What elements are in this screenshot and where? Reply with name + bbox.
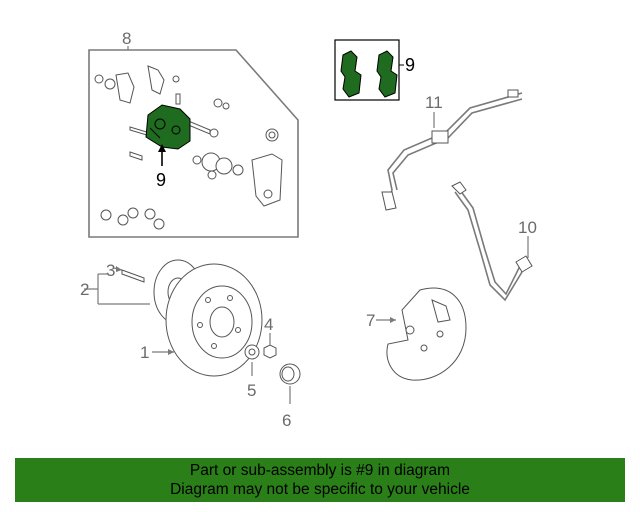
washer: 5: [244, 344, 260, 400]
callout-9-arrow: [158, 144, 166, 166]
caliper-assembly-box: 8: [88, 29, 299, 238]
callout-6: 6: [282, 411, 291, 430]
hub-bolt: 3: [106, 261, 145, 283]
callout-7: 7: [366, 311, 375, 330]
callout-11: 11: [425, 93, 443, 112]
callout-9-caliper: 9: [156, 170, 166, 190]
callout-10: 10: [518, 218, 537, 237]
footer-banner: Part or sub-assembly is #9 in diagram Di…: [15, 458, 625, 502]
footer-line-1: Part or sub-assembly is #9 in diagram: [189, 462, 451, 479]
hub-bracket: 2: [80, 273, 150, 305]
callout-4: 4: [264, 315, 273, 334]
hub-nut: 4: [263, 315, 277, 359]
brake-rotor: 1: [140, 263, 263, 377]
dust-cap: 6: [279, 363, 301, 430]
callout-2: 2: [80, 280, 89, 299]
brake-pads-box: [334, 39, 404, 101]
callout-5: 5: [247, 381, 256, 400]
footer-line-2: Diagram may not be specific to your vehi…: [170, 481, 470, 498]
caliper-hardware: [94, 65, 283, 230]
callout-1: 1: [140, 343, 149, 362]
brake-hose: 10: [451, 181, 537, 302]
abs-sensor: 11: [381, 89, 523, 211]
caliper-highlight: [145, 104, 191, 150]
callout-9-pads: 9: [405, 55, 415, 75]
backing-plate: 7: [366, 287, 467, 381]
callout-3: 3: [106, 261, 115, 280]
callout-8: 8: [122, 29, 131, 48]
